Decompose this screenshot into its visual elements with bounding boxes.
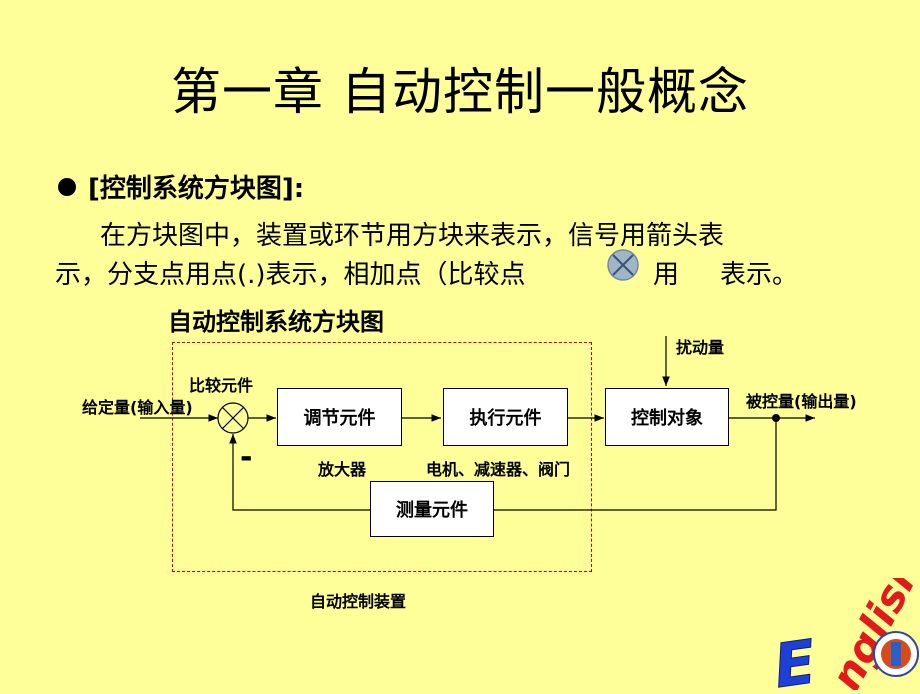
feedback-path-left [229, 434, 370, 511]
page-title: 第一章 自动控制一般概念 [171, 63, 749, 121]
summing-point-icon [606, 248, 640, 286]
actuator-examples-label: 电机、减速器、阀门 [426, 460, 571, 479]
control-device-boundary [172, 342, 592, 572]
paragraph-line-2-mid: 用 [653, 260, 680, 290]
comparator-icon [217, 402, 249, 434]
minus-sign: - [240, 440, 253, 475]
actuator-block: 执行元件 [443, 388, 568, 446]
regulator-block: 调节元件 [277, 388, 402, 446]
feedback-path-right [494, 418, 777, 511]
bullet-point [58, 178, 76, 196]
output-label: 被控量(输出量) [746, 392, 857, 411]
diagram-title: 自动控制系统方块图 [168, 308, 384, 336]
svg-text:E: E [775, 627, 820, 690]
control-device-label: 自动控制装置 [310, 592, 407, 611]
comparator-label: 比较元件 [189, 376, 254, 395]
section-heading: [控制系统方块图]: [88, 174, 305, 204]
amplifier-label: 放大器 [318, 460, 367, 479]
paragraph-line-1: 在方块图中，装置或环节用方块来表示，信号用箭头表 [100, 221, 725, 251]
paragraph-line-2-end: 表示。 [720, 260, 799, 290]
plant-block: 控制对象 [605, 388, 729, 446]
paragraph-line-2: 示，分支点用点(.)表示，相加点（比较点 [55, 260, 526, 290]
input-label: 给定量(输入量) [82, 398, 193, 417]
sensor-block: 测量元件 [370, 481, 494, 537]
english-logo[interactable]: E nglish [769, 548, 920, 694]
disturbance-label: 扰动量 [676, 338, 725, 357]
